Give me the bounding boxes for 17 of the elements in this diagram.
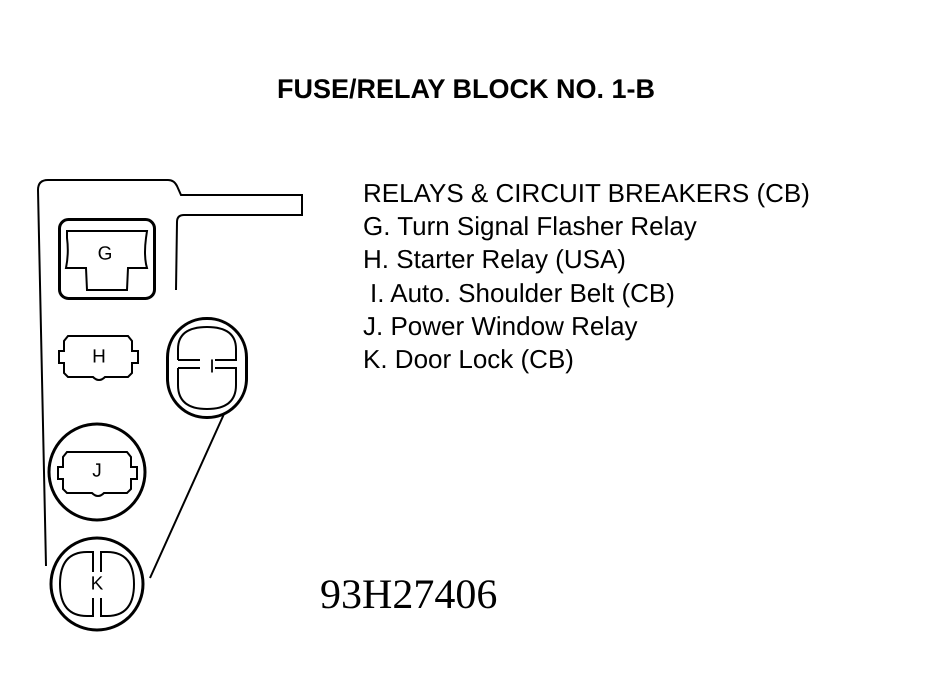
figure-code: 93H27406 — [320, 574, 498, 616]
legend-heading: RELAYS & CIRCUIT BREAKERS (CB) — [363, 180, 810, 206]
relay-socket — [58, 333, 140, 383]
socket-letter: H — [92, 348, 106, 366]
legend-item: K. Door Lock (CB) — [363, 346, 574, 372]
legend-item: J. Power Window Relay — [363, 313, 638, 339]
legend-item: G. Turn Signal Flasher Relay — [363, 213, 697, 239]
legend-item: I. Auto. Shoulder Belt (CB) — [370, 280, 675, 306]
breaker-socket — [47, 536, 147, 632]
socket-letter: I — [209, 358, 215, 376]
relay-socket — [47, 422, 147, 522]
legend-item: H. Starter Relay (USA) — [363, 246, 626, 272]
socket-letter: J — [92, 462, 102, 480]
socket-letter: K — [90, 574, 104, 594]
socket-letter: G — [98, 244, 112, 264]
diagram-title: FUSE/RELAY BLOCK NO. 1-B — [276, 74, 656, 105]
relay-socket — [58, 218, 156, 300]
